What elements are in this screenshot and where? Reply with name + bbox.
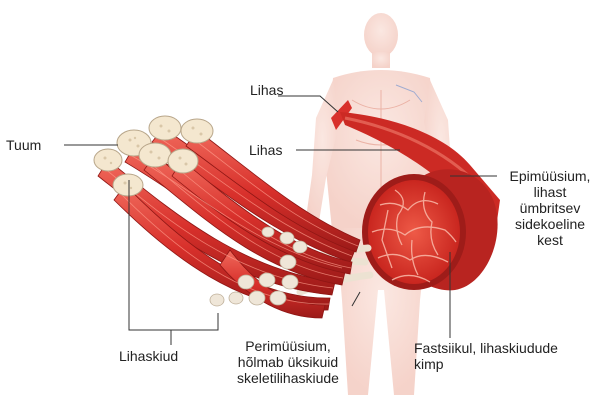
epimuusium-line-1: Epimüüsium,: [500, 168, 600, 184]
epimuusium-line-3: ümbritsev: [500, 200, 600, 216]
perimuusium-line-2: hõlmab üksikuid: [223, 354, 353, 370]
fastsiikul-line-1: Fastsiikul, lihaskiudude: [414, 340, 558, 356]
label-lihas-mid: Lihas: [249, 142, 282, 158]
epimuusium-line-2: lihast: [500, 184, 600, 200]
label-lihas-top: Lihas: [250, 82, 283, 98]
label-lihaskiud: Lihaskiud: [119, 348, 178, 364]
epimuusium-line-5: kest: [500, 232, 600, 248]
perimuusium-line-3: skeletilihaskiude: [223, 370, 353, 386]
label-epimuusium: Epimüüsium, lihast ümbritsev sidekoeline…: [500, 168, 600, 248]
perimuusium-line-1: Perimüüsium,: [223, 338, 353, 354]
label-perimuusium: Perimüüsium, hõlmab üksikuid skeletiliha…: [223, 338, 353, 386]
label-fastsiikul: Fastsiikul, lihaskiudude kimp: [414, 340, 558, 372]
fastsiikul-line-2: kimp: [414, 356, 558, 372]
label-tuum: Tuum: [6, 137, 41, 153]
epimuusium-line-4: sidekoeline: [500, 216, 600, 232]
